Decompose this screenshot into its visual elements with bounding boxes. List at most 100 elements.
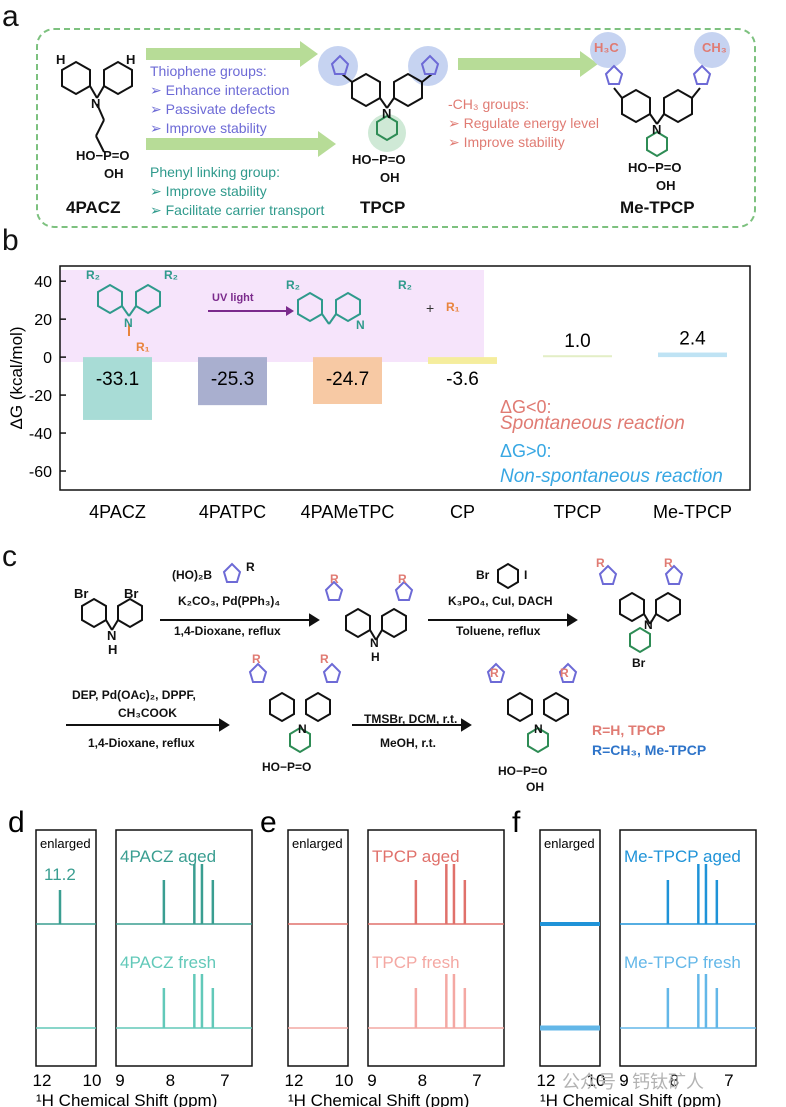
fresh-label: 4PACZ fresh	[120, 953, 216, 972]
enlarged-label: enlarged	[544, 836, 595, 851]
x-axis-label: ¹H Chemical Shift (ppm)	[288, 1091, 469, 1107]
ch3-right: CH₃	[702, 40, 727, 55]
x-tick-label: 9	[115, 1071, 124, 1090]
x-tick-label: 7	[472, 1071, 481, 1090]
bar-value-label: -3.6	[446, 369, 479, 390]
inset-r1-radical: R₁	[446, 300, 460, 314]
r2-mid: K₃PO₄, CuI, DACH	[448, 594, 553, 608]
inset-box	[60, 270, 484, 362]
x-tick-label: 8	[166, 1071, 175, 1090]
thiophene-item-3: ➢ Improve stability	[150, 120, 267, 136]
inset-r2-right-b: R₂	[398, 278, 412, 292]
enlarged-frame	[35, 829, 97, 1067]
watermark: 公众号 · 钙钛矿人	[562, 1072, 704, 1092]
arrow-phenyl	[146, 131, 336, 157]
r1-mid: K₂CO₃, Pd(PPh₃)₄	[178, 594, 281, 608]
i1-r-left: R	[330, 572, 339, 586]
atom-h-left: H	[56, 52, 66, 67]
fresh-label: Me-TPCP fresh	[624, 953, 741, 972]
inset-n-b: N	[356, 318, 365, 332]
atom-n-metpcp: N	[652, 122, 662, 137]
phenyl-item-1: ➢ Improve stability	[150, 183, 267, 199]
oh-metpcp: OH	[656, 178, 676, 193]
inset-n: N	[124, 316, 133, 330]
panel-c-letter: c	[2, 540, 17, 573]
enlarged-frame	[287, 829, 349, 1067]
plot-frame	[59, 265, 751, 491]
p-r-left: R	[490, 666, 499, 680]
atom-n-tpcp: N	[382, 106, 392, 121]
label-4pacz: 4PACZ	[66, 198, 121, 217]
category-label: 4PATPC	[199, 502, 266, 522]
aged-label: TPCP aged	[372, 847, 460, 866]
aged-label: 4PACZ aged	[120, 847, 216, 866]
x-tick-label: 8	[670, 1071, 679, 1090]
i2-n: N	[644, 618, 653, 632]
bar-4PATPC	[198, 357, 267, 406]
enlarged-label: enlarged	[40, 836, 91, 851]
phos-tpcp: HO−P=O	[352, 152, 406, 167]
x-tick-label: 12	[33, 1071, 52, 1090]
main-frame	[115, 829, 253, 1067]
inset-r2-left-b: R₂	[286, 278, 300, 292]
bar-value-label: -25.3	[211, 369, 254, 390]
inset-r2-left: R₂	[86, 268, 100, 282]
i1-h: H	[371, 650, 380, 664]
c-nh: N	[107, 628, 117, 643]
panel-b-letter: b	[2, 224, 19, 257]
e-n: N	[298, 722, 307, 736]
uv-arrow	[208, 306, 294, 316]
r3-top2: CH₃COOK	[118, 706, 177, 720]
phenyl-title: Phenyl linking group:	[150, 164, 280, 180]
x-tick-label: 12	[285, 1071, 304, 1090]
legend-pos-desc: Non-spontaneous reaction	[500, 466, 723, 487]
ch3-left: H₃C	[594, 40, 619, 55]
bar-value-label: -33.1	[96, 369, 139, 390]
dg-chart: -60-40-2002040-33.14PACZ-25.34PATPC-24.7…	[7, 265, 751, 522]
label-me-tpcp: Me-TPCP	[620, 198, 695, 217]
x-axis-label: ¹H Chemical Shift (ppm)	[540, 1091, 721, 1107]
x-axis-label: ¹H Chemical Shift (ppm)	[36, 1091, 217, 1107]
i2-r-right: R	[664, 556, 673, 570]
peak-11-2-label: 11.2	[44, 865, 76, 884]
y-tick-label: 0	[43, 350, 52, 367]
legend-neg: ΔG<0:	[500, 397, 552, 417]
c-br-left: Br	[74, 586, 89, 601]
uv-light-label: UV light	[212, 292, 254, 304]
panel-a-graphics	[61, 32, 730, 158]
mol-4pacz	[61, 60, 133, 153]
methyl-title: -CH₃ groups:	[448, 96, 530, 112]
methyl-item-2: ➢ Improve stability	[448, 134, 565, 150]
arrow-methyl	[458, 51, 598, 77]
i2-br: Br	[632, 656, 646, 670]
x-tick-label: 10	[335, 1071, 354, 1090]
y-tick-label: 40	[34, 274, 52, 291]
y-tick-label: 20	[34, 312, 52, 329]
x-tick-label: 7	[220, 1071, 229, 1090]
r2-br: Br	[476, 568, 490, 582]
mol-me-tpcp	[590, 32, 730, 158]
y-tick-label: -40	[29, 426, 52, 443]
bar-value-label: 2.4	[679, 329, 706, 350]
inset-r1: R₁	[136, 340, 150, 354]
r1-r: R	[246, 560, 255, 574]
phos-metpcp: HO−P=O	[628, 160, 682, 175]
category-label: 4PAMeTPC	[301, 502, 395, 522]
panel-a-letter: a	[2, 0, 19, 33]
r3-top: DEP, Pd(OAc)₂, DPPF,	[72, 688, 196, 702]
panel-a-box	[36, 28, 756, 228]
inset-r2-right: R₂	[164, 268, 178, 282]
p-n: N	[534, 722, 543, 736]
e-r-right: R	[320, 652, 329, 666]
category-label: 4PACZ	[89, 502, 146, 522]
enlarged-frame	[539, 829, 601, 1067]
r1-bot: 1,4-Dioxane, reflux	[174, 624, 281, 638]
r3-bot: 1,4-Dioxane, reflux	[88, 736, 195, 750]
x-tick-label: 8	[418, 1071, 427, 1090]
atom-n-4pacz: N	[91, 96, 101, 111]
category-label: Me-TPCP	[653, 502, 732, 522]
bar-4PAMeTPC	[313, 357, 382, 405]
e-r-left: R	[252, 652, 261, 666]
methyl-item-1: ➢ Regulate energy level	[448, 115, 600, 131]
